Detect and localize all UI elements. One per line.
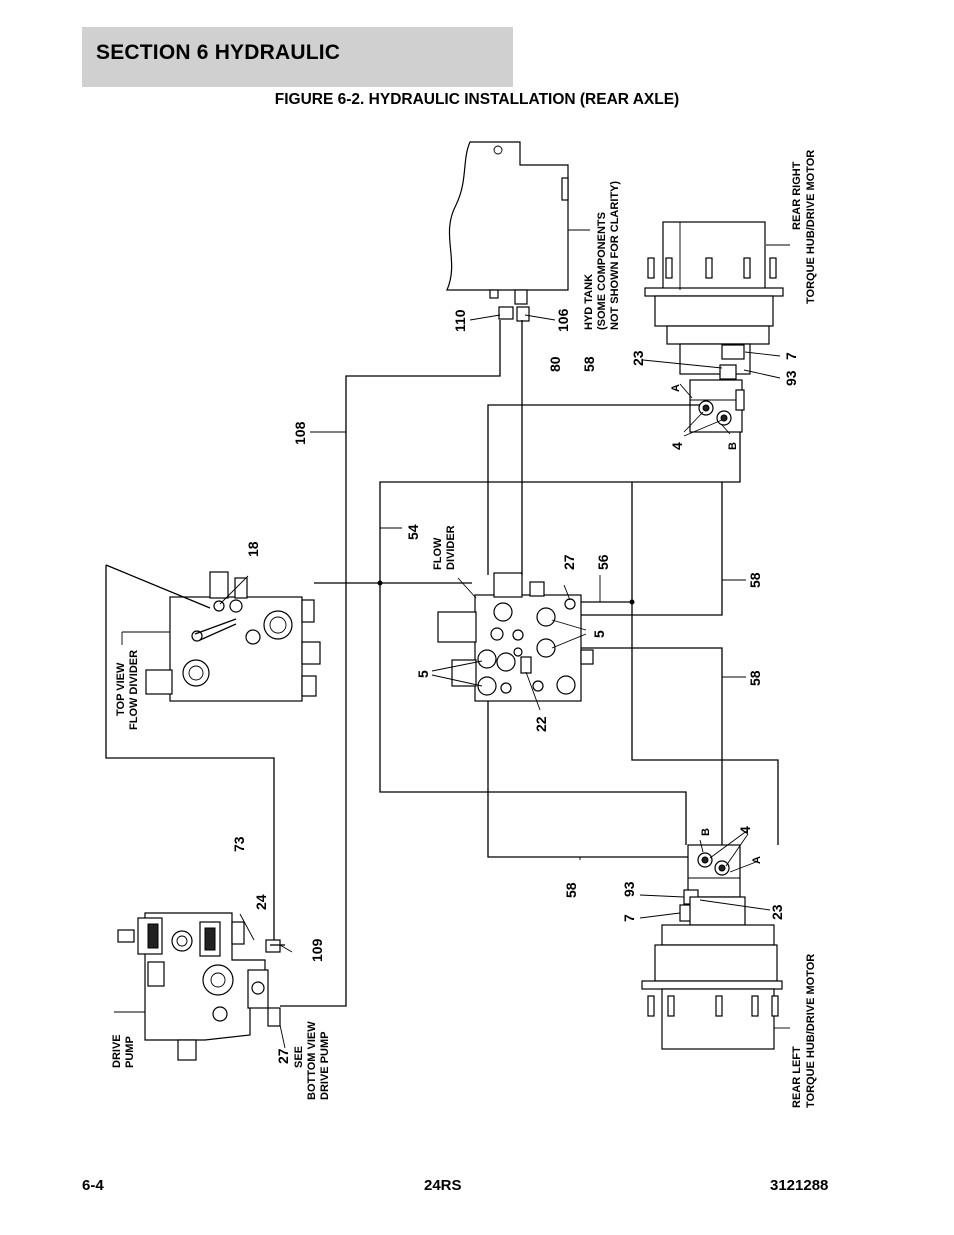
svg-text:DRIVE: DRIVE	[111, 1034, 123, 1068]
svg-text:SEE: SEE	[293, 1046, 305, 1068]
callout-106: 106	[555, 308, 571, 332]
callout-7-right: 7	[783, 352, 799, 360]
callout-22: 22	[533, 716, 549, 732]
svg-text:TOP VIEW: TOP VIEW	[115, 662, 127, 716]
section-title: SECTION 6 HYDRAULIC	[96, 41, 341, 64]
top-view-flow-divider	[145, 571, 321, 702]
rear-right-drive-motor	[689, 379, 745, 433]
callout-58-top: 58	[581, 356, 597, 372]
callout-54: 54	[405, 524, 421, 540]
hydraulic-tank	[446, 141, 569, 322]
port-a-right: A	[670, 384, 682, 392]
section-banner: SECTION 6 HYDRAULIC	[82, 27, 513, 87]
drive-pump	[117, 912, 281, 1061]
port-a-left: A	[751, 856, 763, 864]
component-labels: HYD TANK (SOME COMPONENTS NOT SHOWN FOR …	[111, 150, 817, 1108]
svg-text:DRIVE PUMP: DRIVE PUMP	[319, 1032, 331, 1100]
hyd-tank-label: HYD TANK (SOME COMPONENTS NOT SHOWN FOR …	[583, 181, 621, 330]
svg-text:REAR RIGHT: REAR RIGHT	[791, 161, 803, 230]
callout-27-bottom: 27	[275, 1048, 291, 1064]
document-number: 3121288	[770, 1177, 829, 1194]
figure-title: FIGURE 6-2. HYDRAULIC INSTALLATION (REAR…	[274, 91, 680, 108]
callout-5-left: 5	[415, 670, 431, 678]
svg-text:(SOME COMPONENTS: (SOME COMPONENTS	[596, 212, 608, 330]
callout-58-mid: 58	[747, 572, 763, 588]
callout-numbers: 110 106 80 58 23 93 7 4 108 54 27 56 18 …	[231, 308, 799, 1064]
model-name: 24RS	[424, 1177, 462, 1194]
rear-right-label: REAR RIGHT TORQUE HUB/DRIVE MOTOR	[791, 150, 817, 304]
callout-18: 18	[245, 541, 261, 557]
callout-110: 110	[452, 309, 468, 332]
callout-58-low: 58	[747, 670, 763, 686]
svg-text:FLOW: FLOW	[432, 537, 444, 570]
callout-56: 56	[595, 554, 611, 570]
svg-text:NOT SHOWN FOR CLARITY): NOT SHOWN FOR CLARITY)	[609, 181, 621, 330]
flow-divider-label: FLOW DIVIDER	[432, 525, 457, 570]
callout-93-left: 93	[621, 881, 637, 897]
callout-80: 80	[547, 356, 563, 372]
svg-text:HYD TANK: HYD TANK	[583, 274, 595, 330]
callout-23-left: 23	[769, 904, 785, 920]
svg-text:DIVIDER: DIVIDER	[445, 525, 457, 570]
callout-24: 24	[253, 894, 269, 910]
svg-text:TORQUE HUB/DRIVE MOTOR: TORQUE HUB/DRIVE MOTOR	[805, 150, 817, 304]
callout-109: 109	[309, 938, 325, 962]
svg-text:TORQUE HUB/DRIVE MOTOR: TORQUE HUB/DRIVE MOTOR	[805, 954, 817, 1108]
flow-divider	[437, 572, 594, 702]
rear-left-torque-hub	[641, 844, 783, 1050]
svg-text:FLOW DIVIDER: FLOW DIVIDER	[128, 650, 140, 730]
svg-text:BOTTOM VIEW: BOTTOM VIEW	[306, 1021, 318, 1100]
callout-93-right: 93	[783, 370, 799, 386]
page-number: 6-4	[82, 1177, 104, 1194]
top-view-label: TOP VIEW FLOW DIVIDER	[115, 650, 140, 730]
rear-right-torque-hub	[644, 221, 784, 380]
callout-108: 108	[292, 421, 308, 445]
port-letters: A B B A	[670, 384, 763, 864]
callout-5-right: 5	[591, 630, 607, 638]
callout-7-left: 7	[621, 914, 637, 922]
callout-58-bottom: 58	[563, 882, 579, 898]
see-bottom-view-label: SEE BOTTOM VIEW DRIVE PUMP	[293, 1021, 331, 1100]
leader-lines	[114, 229, 790, 1049]
svg-text:PUMP: PUMP	[124, 1036, 136, 1068]
rear-left-label: REAR LEFT TORQUE HUB/DRIVE MOTOR	[791, 954, 817, 1108]
callout-4-left: 4	[737, 826, 753, 834]
svg-text:REAR LEFT: REAR LEFT	[791, 1046, 803, 1108]
port-b-left: B	[700, 828, 712, 836]
hose-lines	[105, 320, 779, 1007]
callout-4-right: 4	[669, 442, 685, 450]
port-b-right: B	[727, 442, 739, 450]
callout-73: 73	[231, 836, 247, 852]
callout-23-right: 23	[630, 350, 646, 366]
callout-27-top: 27	[561, 554, 577, 570]
drive-pump-label: DRIVE PUMP	[111, 1034, 136, 1068]
